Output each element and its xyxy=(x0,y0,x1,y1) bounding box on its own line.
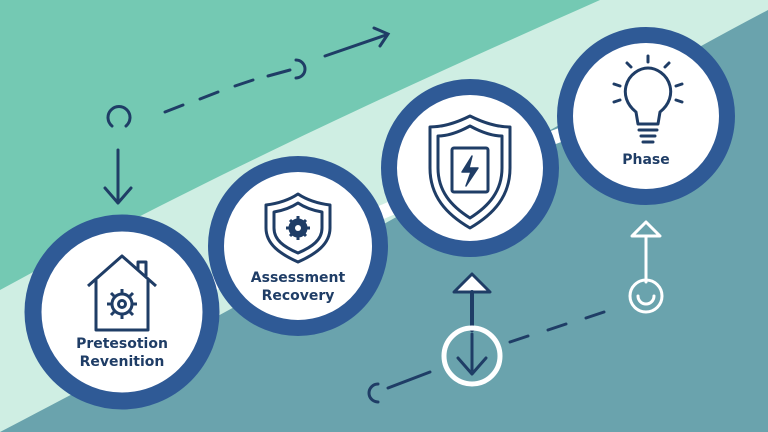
house-gear-icon xyxy=(87,254,157,332)
step-1-label-line-1: Pretesotion xyxy=(76,336,168,352)
mint-band xyxy=(0,0,600,290)
lightbulb-icon xyxy=(612,54,684,144)
shield-lightning-icon xyxy=(428,114,512,230)
down-arrow-left xyxy=(103,105,133,205)
step-1-node xyxy=(24,214,220,410)
step-1-label: Pretesotion Revenition xyxy=(76,336,168,371)
dashed-arrow-top xyxy=(163,26,391,114)
step-4-label-line-1: Phase xyxy=(622,152,670,168)
step-2-node xyxy=(208,156,388,336)
step-4-node xyxy=(557,27,735,205)
step-2-label-line-2: Recovery xyxy=(261,287,335,304)
step-1-label-line-2: Revenition xyxy=(79,353,165,370)
double-arrow-center xyxy=(441,272,503,387)
step-2-label-line-1: Assessment xyxy=(250,270,346,286)
step-3-node xyxy=(381,79,559,257)
step-4-label: Phase xyxy=(622,152,670,170)
up-arrow-right xyxy=(628,220,664,314)
dashed-arrow-bottom xyxy=(367,310,606,404)
step-2-label: Assessment Recovery xyxy=(251,270,345,305)
shield-gear-icon xyxy=(264,192,332,264)
